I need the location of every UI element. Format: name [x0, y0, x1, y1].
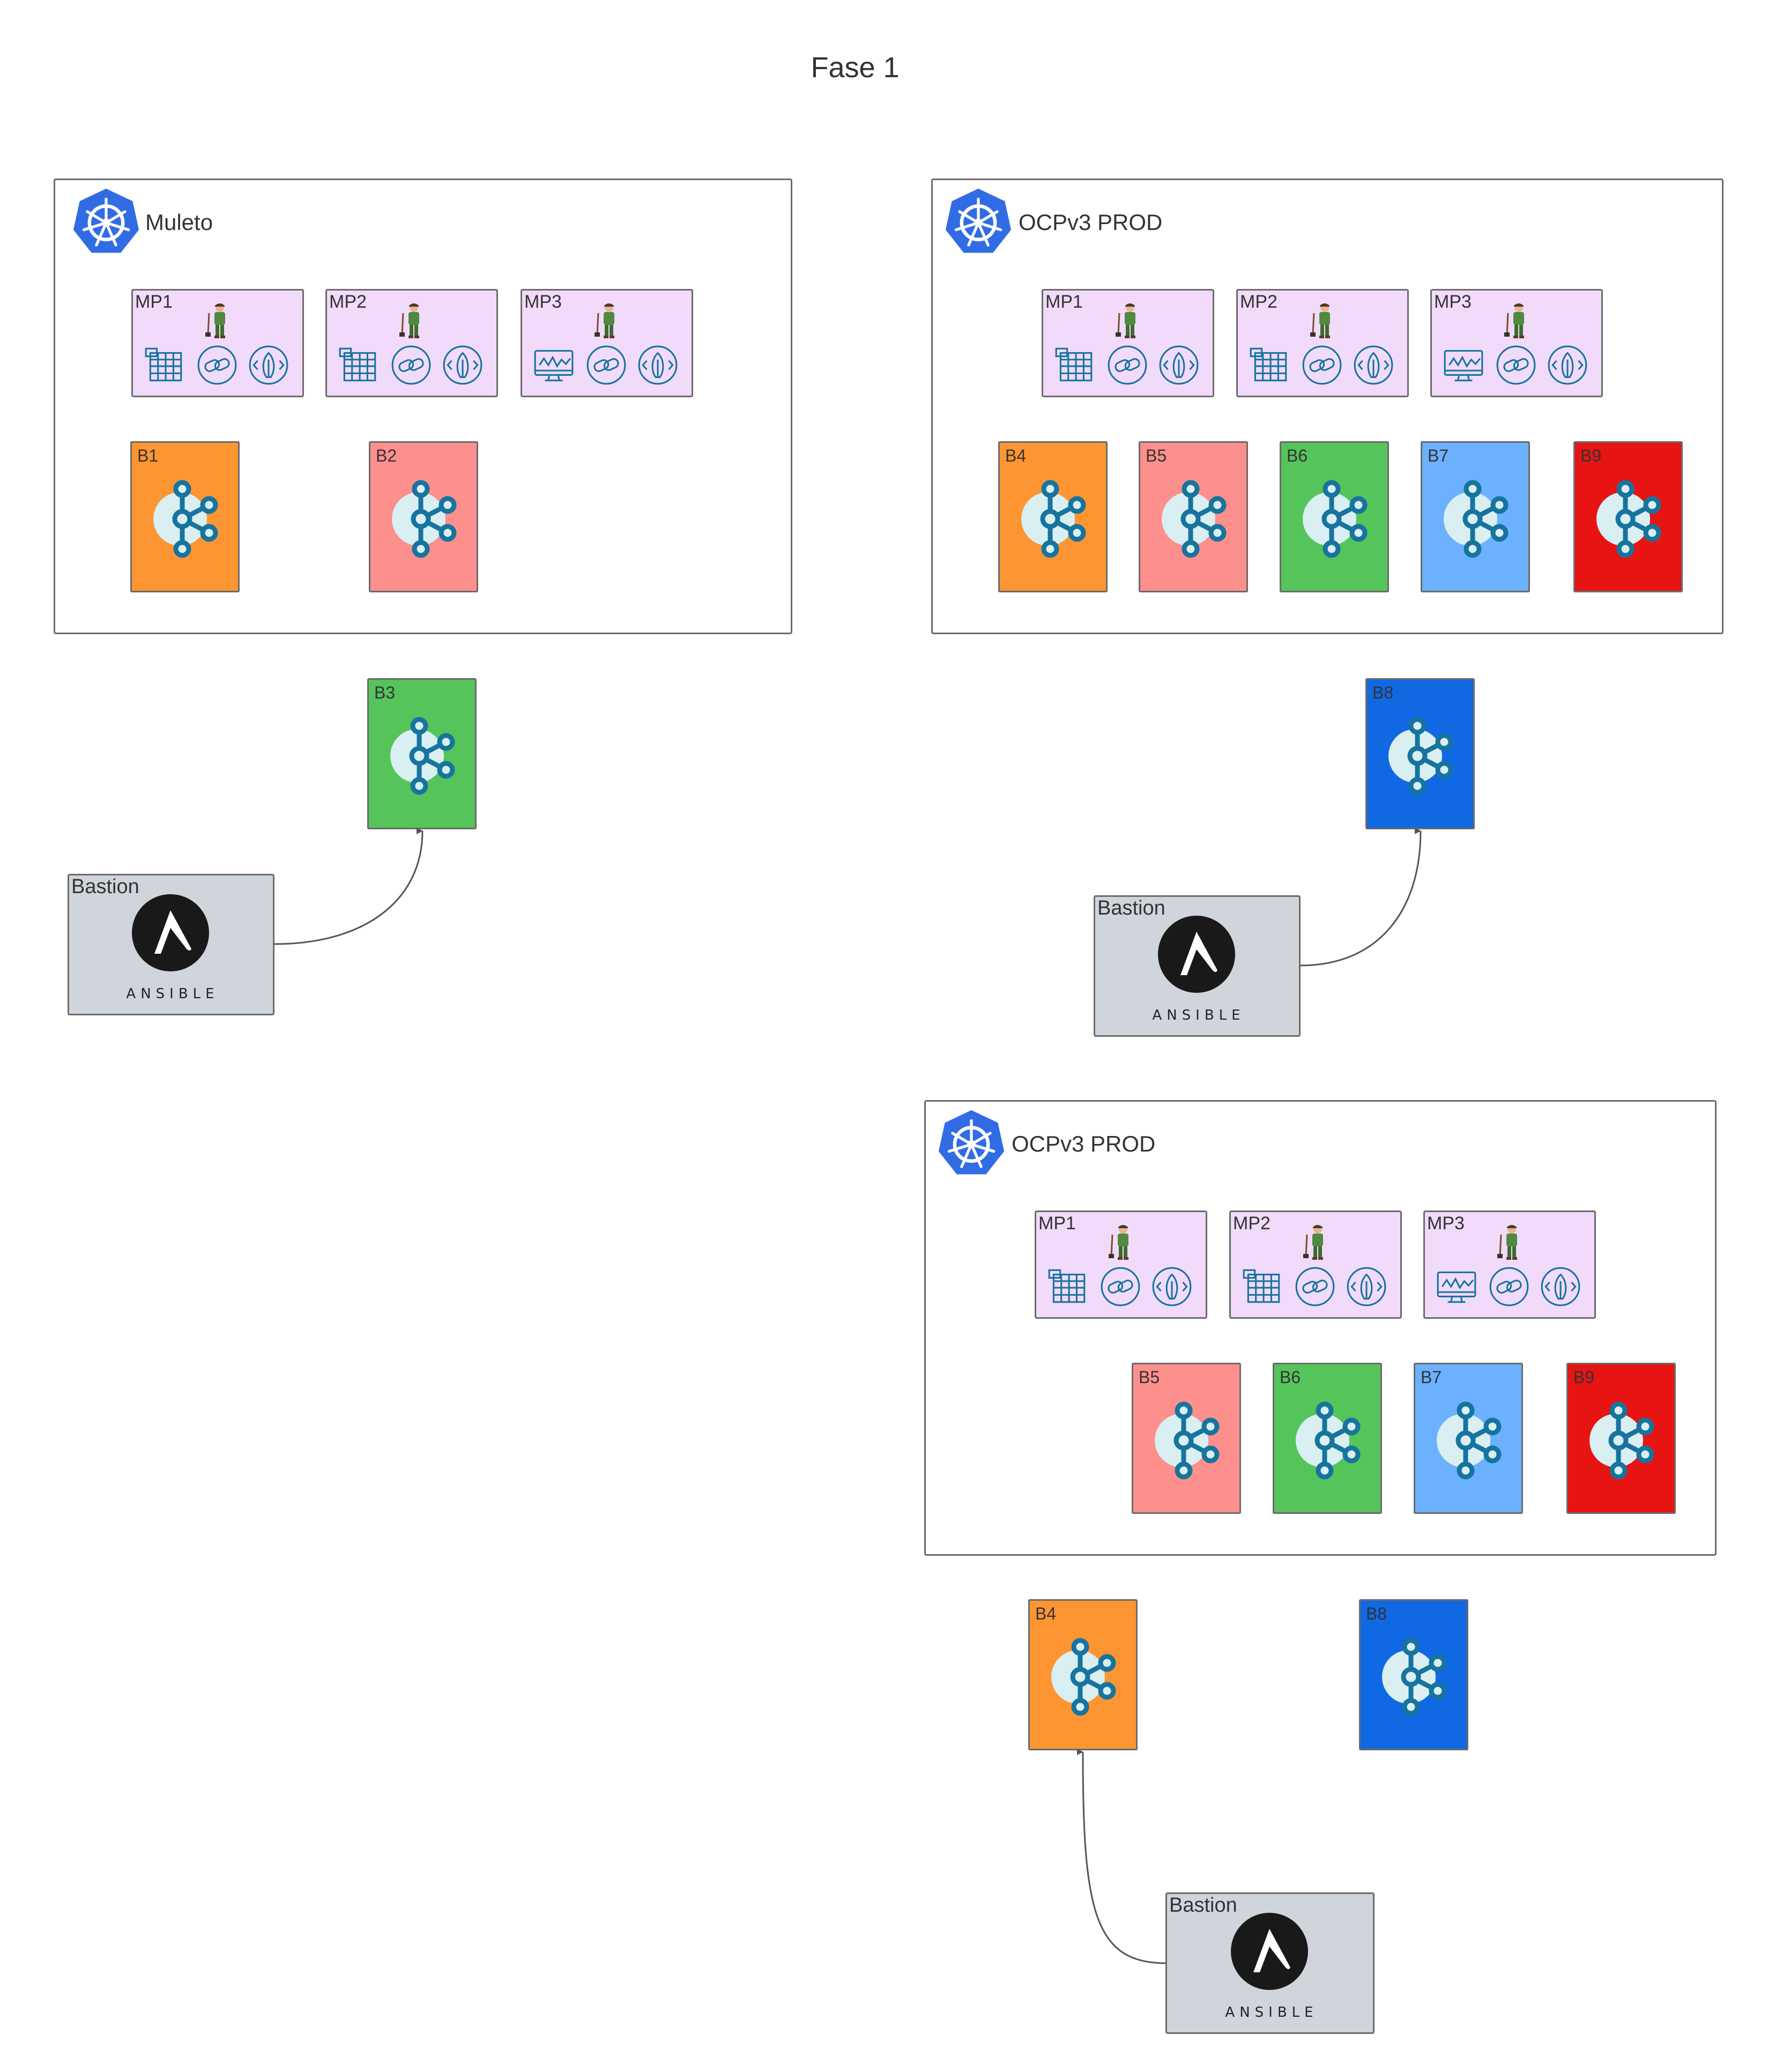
- bastion-right-top[interactable]: Bastion ANSIBLE: [1094, 895, 1301, 1037]
- bastion-bottom[interactable]: Bastion ANSIBLE: [1165, 1892, 1375, 2034]
- cluster-ocpv3-prod-top[interactable]: OCPv3 PROD MP1 MP2 MP3 B4 B5 B6 B7 B9: [931, 179, 1724, 634]
- cluster-label: Muleto: [145, 210, 213, 235]
- pool-label: MP3: [524, 292, 562, 312]
- arrow-bastion-to-b3: [274, 827, 424, 945]
- broker-b2[interactable]: B2: [369, 441, 478, 592]
- broker-b5[interactable]: B5: [1139, 441, 1248, 592]
- broker-b9[interactable]: B9: [1566, 1363, 1676, 1514]
- pool-label: MP2: [329, 292, 367, 312]
- broker-b7[interactable]: B7: [1414, 1363, 1523, 1514]
- broker-b6[interactable]: B6: [1273, 1363, 1382, 1514]
- broker-b7[interactable]: B7: [1421, 441, 1530, 592]
- broker-b5[interactable]: B5: [1132, 1363, 1241, 1514]
- cluster-label: OCPv3 PROD: [1012, 1131, 1156, 1156]
- pool-label: MP3: [1434, 292, 1472, 312]
- broker-b9[interactable]: B9: [1573, 441, 1683, 592]
- broker-label: B3: [374, 683, 396, 702]
- cluster-ocpv3-prod-bottom[interactable]: OCPv3 PROD MP1 MP2 MP3 B5 B6 B7 B9: [924, 1100, 1717, 1556]
- pool-mp3[interactable]: MP3: [1423, 1210, 1596, 1319]
- broker-label: B8: [1372, 683, 1394, 702]
- bastion-label: Bastion: [1169, 1894, 1237, 1917]
- pool-label: MP1: [1038, 1213, 1076, 1234]
- broker-label: B4: [1035, 1604, 1057, 1623]
- pool-label: MP2: [1240, 292, 1277, 312]
- broker-b1[interactable]: B1: [130, 441, 240, 592]
- pool-mp2[interactable]: MP2: [1236, 289, 1409, 397]
- broker-b4[interactable]: B4: [998, 441, 1108, 592]
- page-title: Fase 1: [811, 51, 900, 84]
- broker-label: B5: [1146, 446, 1167, 465]
- arrow-bastion-to-b8: [1300, 827, 1422, 967]
- broker-b6[interactable]: B6: [1280, 441, 1389, 592]
- ansible-logo-text: ANSIBLE: [1225, 2004, 1318, 2021]
- broker-label: B7: [1421, 1368, 1442, 1387]
- ansible-logo-text: ANSIBLE: [126, 986, 219, 1002]
- broker-label: B7: [1428, 446, 1449, 465]
- broker-label: B9: [1580, 446, 1602, 465]
- broker-label: B2: [376, 446, 397, 465]
- cluster-label: OCPv3 PROD: [1019, 210, 1163, 235]
- bastion-label: Bastion: [71, 875, 139, 898]
- broker-label: B9: [1573, 1368, 1595, 1387]
- pool-mp3[interactable]: MP3: [1430, 289, 1603, 397]
- ansible-logo-text: ANSIBLE: [1152, 1007, 1245, 1023]
- arrow-bastion-to-b4: [1076, 1749, 1166, 1964]
- broker-label: B8: [1366, 1604, 1387, 1623]
- pool-label: MP1: [135, 292, 173, 312]
- cluster-muleto[interactable]: Muleto MP1 MP2 MP3 B1 B2: [54, 179, 792, 634]
- pool-label: MP2: [1233, 1213, 1271, 1234]
- bastion-label: Bastion: [1097, 897, 1165, 919]
- broker-b3[interactable]: B3: [367, 678, 477, 829]
- broker-label: B5: [1139, 1368, 1160, 1387]
- broker-label: B1: [137, 446, 159, 465]
- bastion-left[interactable]: Bastion ANSIBLE: [68, 874, 274, 1015]
- pool-label: MP1: [1045, 292, 1083, 312]
- pool-mp2[interactable]: MP2: [1229, 1210, 1402, 1319]
- broker-label: B6: [1287, 446, 1308, 465]
- broker-b4[interactable]: B4: [1028, 1599, 1138, 1750]
- pool-mp1[interactable]: MP1: [131, 289, 304, 397]
- pool-mp1[interactable]: MP1: [1035, 1210, 1207, 1319]
- broker-b8[interactable]: B8: [1359, 1599, 1468, 1750]
- pool-mp2[interactable]: MP2: [325, 289, 498, 397]
- pool-label: MP3: [1427, 1213, 1465, 1234]
- broker-label: B6: [1280, 1368, 1301, 1387]
- pool-mp1[interactable]: MP1: [1042, 289, 1214, 397]
- pool-mp3[interactable]: MP3: [521, 289, 693, 397]
- broker-b8[interactable]: B8: [1365, 678, 1475, 829]
- broker-label: B4: [1005, 446, 1027, 465]
